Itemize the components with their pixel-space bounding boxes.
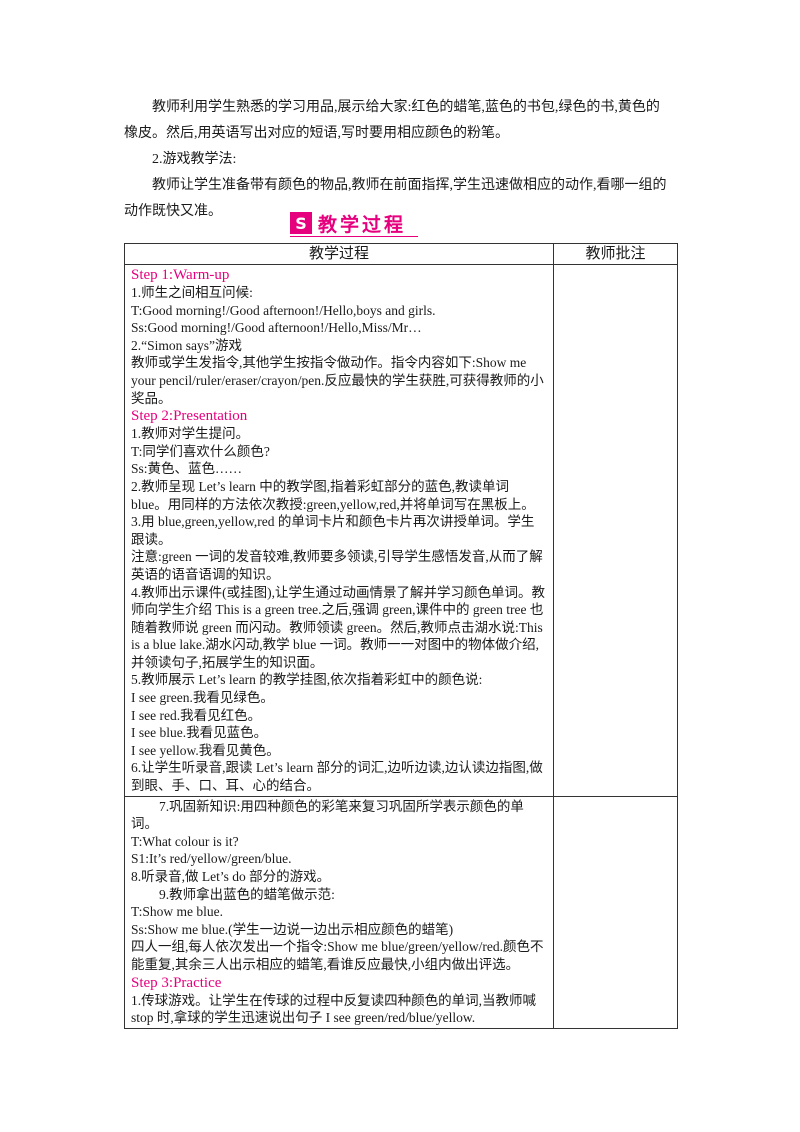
text-line: T:Show me blue.	[131, 904, 223, 920]
step-heading: Step 3:Practice	[131, 974, 222, 991]
text-line: Ss:Good morning!/Good afternoon!/Hello,M…	[131, 320, 422, 336]
table-row: 7.巩固新知识:用四种颜色的彩笔来复习巩固所学表示颜色的单词。 T:What c…	[123, 795, 678, 1029]
text-line: 1.教师对学生提问。	[131, 426, 250, 442]
text-line: 9.教师拿出蓝色的蜡笔做示范:	[159, 886, 335, 902]
text-line: I see red.我看见红色。	[131, 707, 262, 723]
text-line: 2.教师呈现 Let’s learn 中的教学图,指着彩虹部分的蓝色,教读单词 …	[131, 478, 535, 512]
text-line: 1.师生之间相互问候:	[131, 285, 253, 300]
text-line: 3.用 blue,green,yellow,red 的单词卡片和颜色卡片再次讲授…	[131, 514, 535, 547]
process-cell: Step 1:Warm-up 1.师生之间相互问候: T:Good mornin…	[123, 264, 555, 797]
text-line: T:Good morning!/Good afternoon!/Hello,bo…	[131, 302, 436, 318]
text-line: 1.传球游戏。让学生在传球的过程中反复读四种颜色的单词,当教师喊 stop 时,…	[131, 992, 536, 1026]
header-notes: 教师批注	[553, 243, 678, 265]
text-line: I see blue.我看见蓝色。	[131, 725, 268, 741]
intro-paragraph: 教师利用学生熟悉的学习用品,展示给大家:红色的蜡笔,蓝色的书包,绿色的书,黄色的…	[124, 100, 660, 141]
text-line: 6.让学生听录音,跟读 Let’s learn 部分的词汇,边听边读,边认读边指…	[131, 760, 543, 794]
intro-text: 教师利用学生熟悉的学习用品,展示给大家:红色的蜡笔,蓝色的书包,绿色的书,黄色的…	[124, 95, 672, 225]
notes-cell	[553, 795, 678, 1029]
section-title-text: 教学过程	[318, 213, 407, 236]
text-line: S1:It’s red/yellow/green/blue.	[131, 851, 292, 867]
section-heading: S 教学过程	[290, 210, 406, 236]
text-line: Ss:Show me blue.(学生一边说一边出示相应颜色的蜡笔)	[131, 921, 454, 937]
intro-paragraph: 教师让学生准备带有颜色的物品,教师在前面指挥,学生迅速做相应的动作,看哪一组的动…	[124, 178, 667, 219]
text-line: T:同学们喜欢什么颜色?	[131, 443, 270, 459]
section-underline	[290, 236, 418, 237]
text-line: Ss:黄色、蓝色……	[131, 461, 243, 477]
text-line: I see yellow.我看见黄色。	[131, 742, 280, 758]
notes-cell	[553, 264, 678, 797]
text-line: 8.听录音,做 Let’s do 部分的游戏。	[131, 869, 331, 884]
header-process: 教学过程	[123, 243, 555, 265]
text-line: 5.教师展示 Let’s learn 的教学挂图,依次指着彩虹中的颜色说:	[131, 672, 483, 688]
lesson-table: 教学过程 教师批注 Step 1:Warm-up 1.师生之间相互问候: T:G…	[123, 243, 678, 1029]
step-heading: Step 1:Warm-up	[131, 267, 230, 283]
text-line: 四人一组,每人依次发出一个指令:Show me blue/green/yello…	[131, 939, 544, 972]
step-heading: Step 2:Presentation	[131, 408, 248, 425]
text-line: 7.巩固新知识:用四种颜色的彩笔来复习巩固所学表示颜色的单词。	[131, 798, 524, 832]
table-row: Step 1:Warm-up 1.师生之间相互问候: T:Good mornin…	[123, 264, 678, 797]
intro-subheading: 2.游戏教学法:	[152, 152, 237, 167]
text-line: 教师或学生发指令,其他学生按指令做动作。指令内容如下:Show me your …	[131, 355, 544, 406]
text-line: I see green.我看见绿色。	[131, 690, 274, 706]
table-header-row: 教学过程 教师批注	[123, 243, 678, 265]
section-s-icon: S	[290, 212, 312, 234]
text-line: T:What colour is it?	[131, 833, 239, 849]
text-line: 注意:green 一词的发音较难,教师要多领读,引导学生感悟发音,从而了解英语的…	[131, 549, 543, 582]
text-line: 2.“Simon says”游戏	[131, 337, 242, 353]
text-line: 4.教师出示课件(或挂图),让学生通过动画情景了解并学习颜色单词。教师向学生介绍…	[131, 584, 545, 670]
process-cell: 7.巩固新知识:用四种颜色的彩笔来复习巩固所学表示颜色的单词。 T:What c…	[123, 795, 555, 1029]
